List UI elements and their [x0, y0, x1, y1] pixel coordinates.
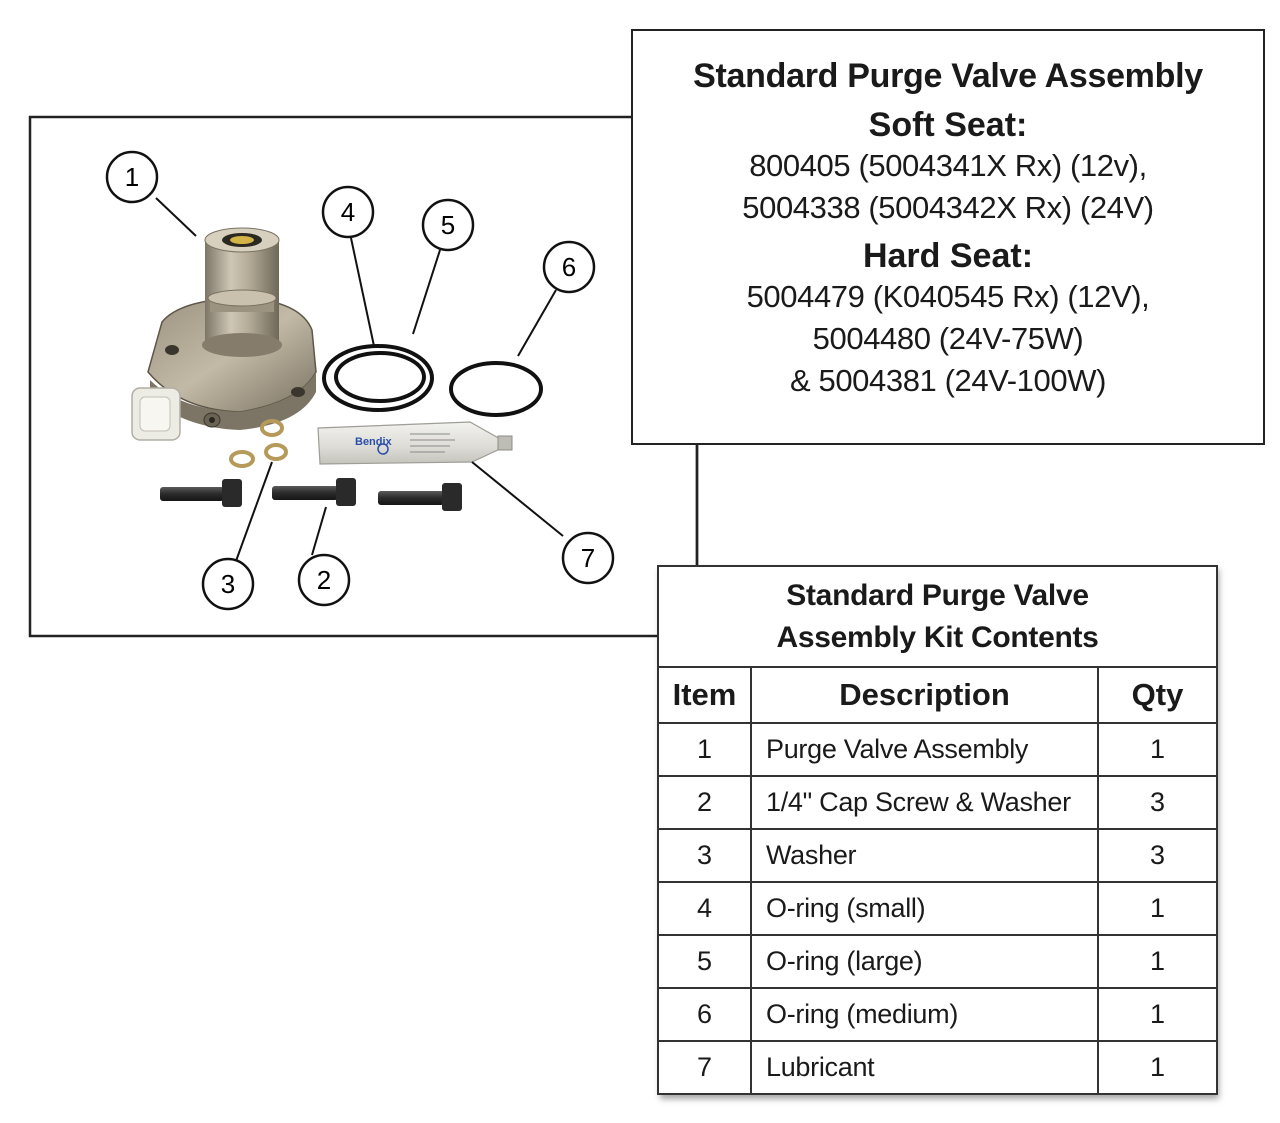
cell-description: Washer [750, 828, 1099, 883]
table-caption-line: Standard Purge Valve [786, 578, 1089, 612]
info-box-title: Standard Purge Valve Assembly [693, 57, 1203, 95]
o-ring-large [334, 351, 426, 403]
part-number-info-box: Standard Purge Valve Assembly Soft Seat:… [631, 29, 1265, 445]
cell-description: 1/4" Cap Screw & Washer [750, 775, 1099, 830]
cell-qty: 3 [1096, 775, 1219, 830]
callout-4-label: 4 [341, 197, 355, 227]
soft-seat-heading: Soft Seat: [868, 106, 1028, 144]
hard-seat-line: & 5004381 (24V-100W) [790, 363, 1106, 398]
callout-1: 1 [105, 150, 159, 204]
cap-screws [160, 478, 462, 511]
callout-4: 4 [321, 185, 375, 239]
cell-description: Lubricant [750, 1040, 1099, 1095]
callout-6: 6 [542, 240, 596, 294]
callout-7-label: 7 [581, 543, 595, 573]
o-ring-medium [449, 361, 543, 417]
column-header-item: Item [657, 666, 752, 724]
callout-3: 3 [201, 557, 255, 611]
o-ring-small [322, 344, 434, 412]
table-caption: Standard Purge Valve Assembly Kit Conten… [656, 565, 1219, 668]
table-row: 2 1/4" Cap Screw & Washer 3 [657, 775, 1219, 830]
cell-description: O-ring (small) [750, 881, 1099, 936]
callout-1-label: 1 [125, 162, 139, 192]
callout-2: 2 [297, 553, 351, 607]
callout-5: 5 [421, 198, 475, 252]
table-row: 4 O-ring (small) 1 [657, 881, 1219, 936]
hard-seat-line: 5004479 (K040545 Rx) (12V), [746, 279, 1150, 314]
lubricant-tube: Bendix [317, 421, 513, 465]
cell-item: 5 [657, 934, 752, 989]
cell-description: O-ring (large) [750, 934, 1099, 989]
soft-seat-line: 800405 (5004341X Rx) (12v), [749, 148, 1147, 183]
purge-valve-assembly [131, 227, 317, 441]
table-row: 3 Washer 3 [657, 828, 1219, 883]
callout-5-label: 5 [441, 210, 455, 240]
cell-item: 7 [657, 1040, 752, 1095]
cell-item: 1 [657, 722, 752, 777]
kit-contents-table-container: Standard Purge Valve Assembly Kit Conten… [656, 565, 1219, 1095]
cell-qty: 3 [1096, 828, 1219, 883]
cell-item: 6 [657, 987, 752, 1042]
callout-2-label: 2 [317, 565, 331, 595]
table-row: 7 Lubricant 1 [657, 1040, 1219, 1095]
callout-6-label: 6 [562, 252, 576, 282]
table-caption-row: Standard Purge Valve Assembly Kit Conten… [656, 565, 1219, 668]
cell-qty: 1 [1096, 987, 1219, 1042]
table-caption-line: Assembly Kit Contents [776, 620, 1099, 654]
cell-item: 3 [657, 828, 752, 883]
column-header-description: Description [750, 666, 1099, 724]
hard-seat-line: 5004480 (24V-75W) [812, 321, 1084, 356]
cell-item: 4 [657, 881, 752, 936]
soft-seat-line: 5004338 (5004342X Rx) (24V) [742, 190, 1154, 225]
cell-qty: 1 [1096, 1040, 1219, 1095]
callout-3-label: 3 [221, 569, 235, 599]
cell-description: O-ring (medium) [750, 987, 1099, 1042]
leader-lines [155, 197, 564, 562]
washers [229, 419, 288, 468]
table-row: 5 O-ring (large) 1 [657, 934, 1219, 989]
table-row: 6 O-ring (medium) 1 [657, 987, 1219, 1042]
cell-item: 2 [657, 775, 752, 830]
table-row: 1 Purge Valve Assembly 1 [657, 722, 1219, 777]
cell-qty: 1 [1096, 881, 1219, 936]
cell-qty: 1 [1096, 722, 1219, 777]
column-header-qty: Qty [1096, 666, 1219, 724]
hard-seat-heading: Hard Seat: [862, 237, 1034, 275]
table-header-row: Item Description Qty [657, 666, 1219, 724]
callout-7: 7 [561, 531, 615, 585]
cell-description: Purge Valve Assembly [750, 722, 1099, 777]
tube-brand-label: Bendix [355, 436, 393, 448]
cell-qty: 1 [1096, 934, 1219, 989]
kit-contents-table: Standard Purge Valve Assembly Kit Conten… [656, 565, 1219, 1095]
